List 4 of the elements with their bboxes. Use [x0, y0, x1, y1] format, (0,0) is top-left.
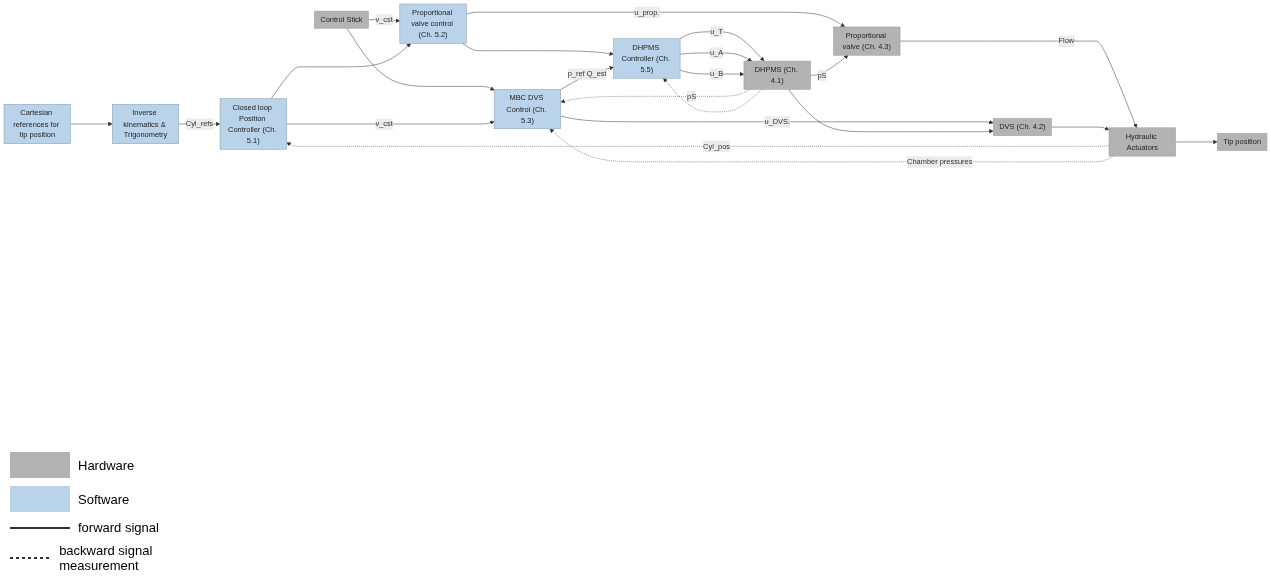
legend-label: Hardware	[78, 457, 135, 473]
legend-label: forward signal	[78, 520, 159, 535]
legend-label: backward signal measurement	[59, 543, 154, 573]
legend-label: Software	[78, 491, 130, 507]
